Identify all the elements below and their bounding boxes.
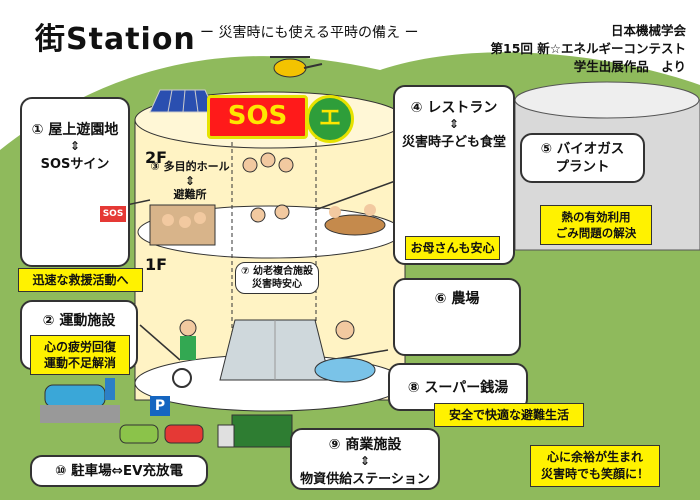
hall-title: ③ 多目的ホール xyxy=(150,160,230,173)
rooftop-arrow: ⇕ xyxy=(69,139,81,153)
parking-sign: P xyxy=(150,396,170,416)
bath-person-illustration xyxy=(314,320,376,383)
page-title: 街Station xyxy=(35,22,196,57)
hall-people-illustration xyxy=(149,204,216,246)
rooftop-sub: SOSサイン xyxy=(40,157,110,172)
ev-car-illustration xyxy=(40,378,120,423)
floor-2f-label: 2F xyxy=(145,148,168,167)
restaurant-arrow: ⇕ xyxy=(448,117,460,131)
hall-sub: 避難所 xyxy=(173,188,207,201)
sports-title: ② 運動施設 xyxy=(42,313,116,329)
restaurant-sub: 災害時子ども食堂 xyxy=(401,135,506,150)
food-table-illustration xyxy=(324,204,386,236)
commerce-arrow: ⇕ xyxy=(359,454,371,468)
arrow-line xyxy=(139,324,181,361)
rooftop-note: 迅速な救援活動へ xyxy=(18,268,143,292)
sports-note: 心の疲労回復 運動不足解消 xyxy=(30,335,130,375)
restaurant-title: ④ レストラン xyxy=(410,100,498,116)
credit-line: 学生出展作品 より xyxy=(573,59,686,74)
footer-note: 心に余裕が生まれ 災害時でも笑顔に！ xyxy=(530,445,660,487)
credit-line: 第15回 新☆エネルギーコンテスト xyxy=(490,41,686,56)
sos-sign: SOS xyxy=(207,95,308,139)
farm-title: ⑥ 農場 xyxy=(434,291,480,307)
credit-block: 日本機械学会 第15回 新☆エネルギーコンテスト 学生出展作品 より xyxy=(491,22,686,76)
mall-corridor-illustration xyxy=(219,319,331,381)
biogas-card: ⑤ バイオガス プラント xyxy=(520,133,645,183)
truck-illustration xyxy=(217,414,293,448)
sports-person-illustration xyxy=(172,319,197,388)
helicopter-icon xyxy=(270,56,323,78)
credit-line: 日本機械学会 xyxy=(610,23,686,38)
daycare-sub: 災害時安心 xyxy=(252,279,302,290)
daycare-people-illustration xyxy=(242,152,294,223)
restaurant-card: ④ レストラン ⇕ 災害時子ども食堂 xyxy=(393,85,515,265)
sos-toy-label: SOS xyxy=(100,206,126,222)
heliport-sign: エ xyxy=(306,95,354,143)
commerce-card: ⑨ 商業施設 ⇕ 物資供給ステーション xyxy=(290,428,440,490)
cars-illustration xyxy=(119,424,204,444)
hall-label: ③ 多目的ホール ⇕ 避難所 xyxy=(145,160,235,202)
arrow-line xyxy=(314,179,399,211)
hall-arrow: ⇕ xyxy=(184,174,196,188)
commerce-title: ⑨ 商業施設 xyxy=(328,437,402,453)
rooftop-card: ① 屋上遊園地 ⇕ SOSサイン xyxy=(20,97,130,267)
daycare-title: ⑦ 幼老複合施設 xyxy=(241,266,313,277)
farm-card: ⑥ 農場 xyxy=(393,278,521,356)
bath-title: ⑧ スーパー銭湯 xyxy=(407,380,509,396)
page-subtitle: ー 災害時にも使える平時の備え ー xyxy=(200,25,419,41)
parking-card: ⑩ 駐車場⇔EV充放電 xyxy=(30,455,208,487)
bath-note: 安全で快適な避難生活 xyxy=(434,403,584,427)
commerce-sub: 物資供給ステーション xyxy=(300,472,430,487)
restaurant-note: お母さんも安心 xyxy=(405,236,500,260)
biogas-note: 熱の有効利用 ごみ問題の解決 xyxy=(540,205,652,245)
floor-1f-label: 1F xyxy=(145,255,168,274)
daycare-label: ⑦ 幼老複合施設 災害時安心 xyxy=(235,262,319,294)
solar-panel-icon xyxy=(149,89,216,113)
rooftop-title: ① 屋上遊園地 xyxy=(31,122,119,138)
